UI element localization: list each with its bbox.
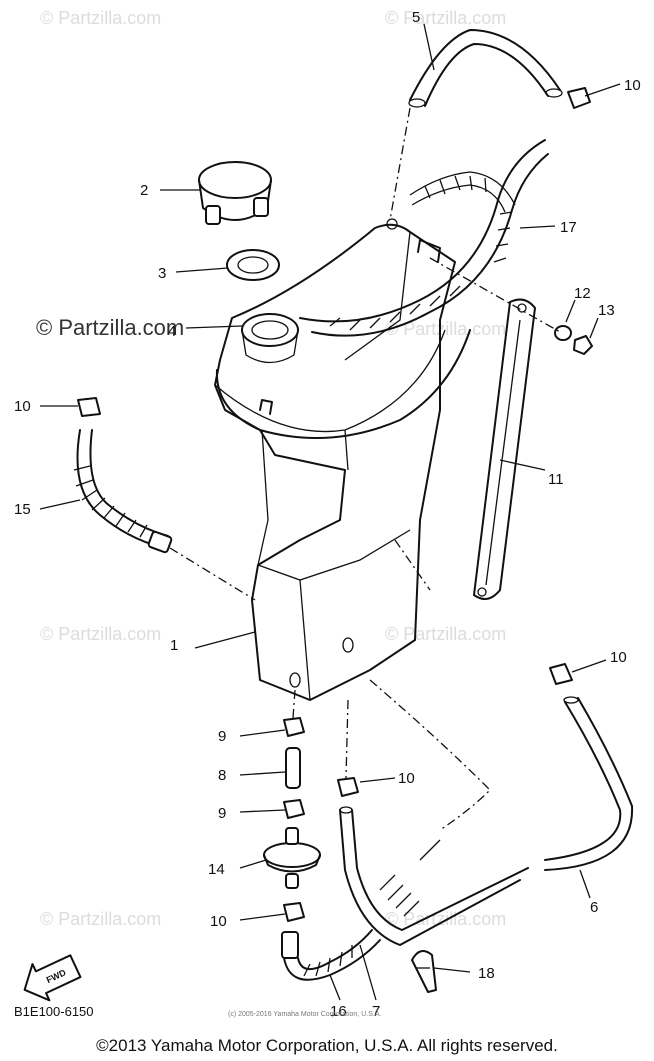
watermark: © Partzilla.com [40,624,161,644]
watermark: © Partzilla.com [385,319,506,339]
watermark: © Partzilla.com [40,8,161,28]
callout-13: 13 [598,302,615,319]
fwd-arrow: FWD [23,954,82,1002]
hose-15 [73,397,173,554]
callout-10d: 10 [610,649,627,666]
overflow-hose-17 [299,139,549,337]
watermark: © Partzilla.com [36,315,184,340]
callout-7: 7 [372,1003,380,1020]
callout-10e: 10 [210,913,227,930]
callout-9b: 9 [218,805,226,822]
nut-13 [573,335,593,355]
callout-1: 1 [170,637,178,654]
leader-lines [39,23,621,1001]
callout-numbers: 1 2 3 4 5 6 7 8 9 9 10 10 10 10 10 11 12… [14,9,641,1020]
callout-18: 18 [478,965,495,982]
watermark: © Partzilla.com [385,909,506,929]
callout-9a: 9 [218,728,226,745]
lower-fittings [263,717,381,981]
callout-8: 8 [218,767,226,784]
watermark: © Partzilla.com [385,8,506,28]
watermark: © Partzilla.com [40,909,161,929]
small-copyright: (c) 2005-2016 Yamaha Motor Corporation, … [228,1011,381,1018]
callout-15: 15 [14,501,31,518]
hose-5 [408,29,591,109]
callout-16: 16 [330,1003,347,1020]
washer-12 [554,325,572,341]
callout-10b: 10 [14,398,31,415]
callout-3: 3 [158,265,166,282]
callout-10a: 10 [624,77,641,94]
cap-gasket [226,249,280,281]
watermark: © Partzilla.com [385,624,506,644]
callout-6: 6 [590,899,598,916]
callout-17: 17 [560,219,577,236]
callout-4: 4 [168,323,176,340]
part-code: B1E100-6150 [14,1004,94,1019]
hose-7 [337,777,529,946]
callout-11: 11 [548,471,564,488]
footer-copyright: ©2013 Yamaha Motor Corporation, U.S.A. A… [96,1036,558,1055]
callout-10c: 10 [398,770,415,787]
clamp-18 [411,950,437,993]
callout-2: 2 [140,182,148,199]
callout-14: 14 [208,861,225,878]
reservoir-cap [198,161,272,225]
hose-6 [544,663,634,871]
callout-5: 5 [412,9,420,26]
callout-12: 12 [574,285,591,302]
